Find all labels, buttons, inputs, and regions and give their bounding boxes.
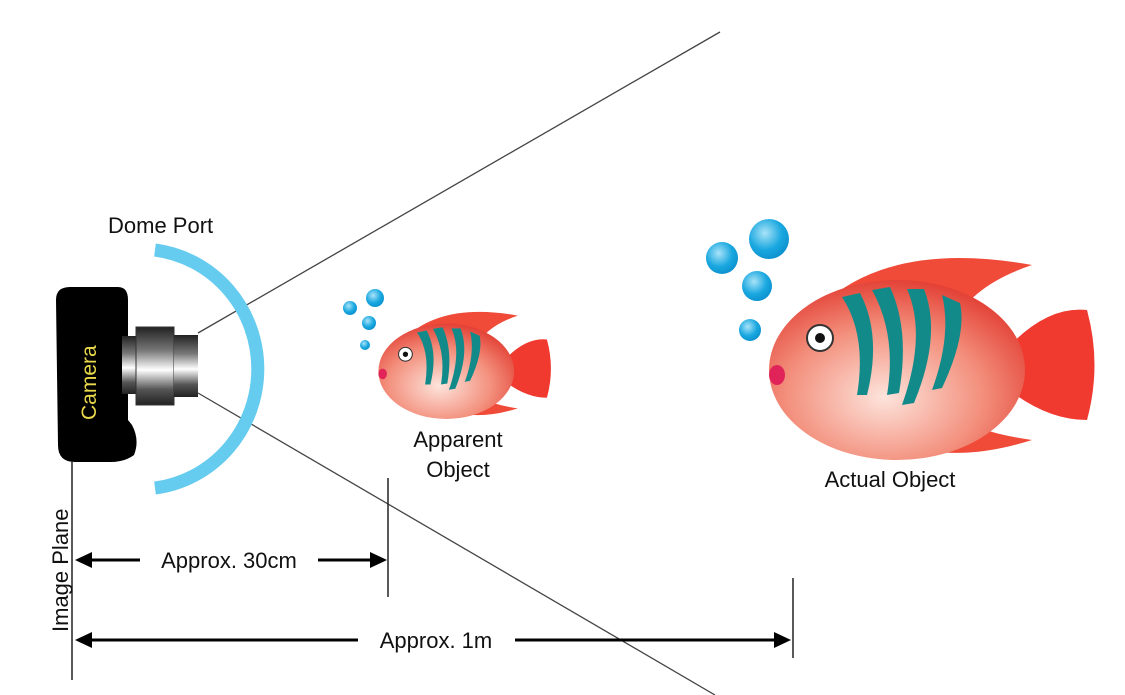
camera: Camera	[56, 287, 198, 462]
apparent-object-fish	[377, 311, 552, 420]
actual-object-label: Actual Object	[825, 467, 956, 492]
image-plane-label: Image Plane	[48, 508, 73, 632]
distance-arrow-1m	[75, 632, 791, 648]
apparent-object-label-line1: Apparent	[413, 427, 502, 452]
field-of-view-line-top	[197, 31, 721, 334]
bubbles-large	[706, 219, 789, 341]
distance-arrow-30cm	[75, 552, 387, 568]
camera-label: Camera	[78, 345, 101, 420]
distance-1m-label: Approx. 1m	[380, 628, 493, 653]
apparent-object-label-line2: Object	[426, 457, 490, 482]
dome-port	[154, 243, 265, 495]
field-of-view-line-bottom	[197, 392, 716, 695]
distance-30cm-label: Approx. 30cm	[161, 548, 297, 573]
bubbles-small	[343, 289, 384, 350]
dome-port-label: Dome Port	[108, 213, 213, 238]
actual-object-fish	[768, 257, 1096, 461]
